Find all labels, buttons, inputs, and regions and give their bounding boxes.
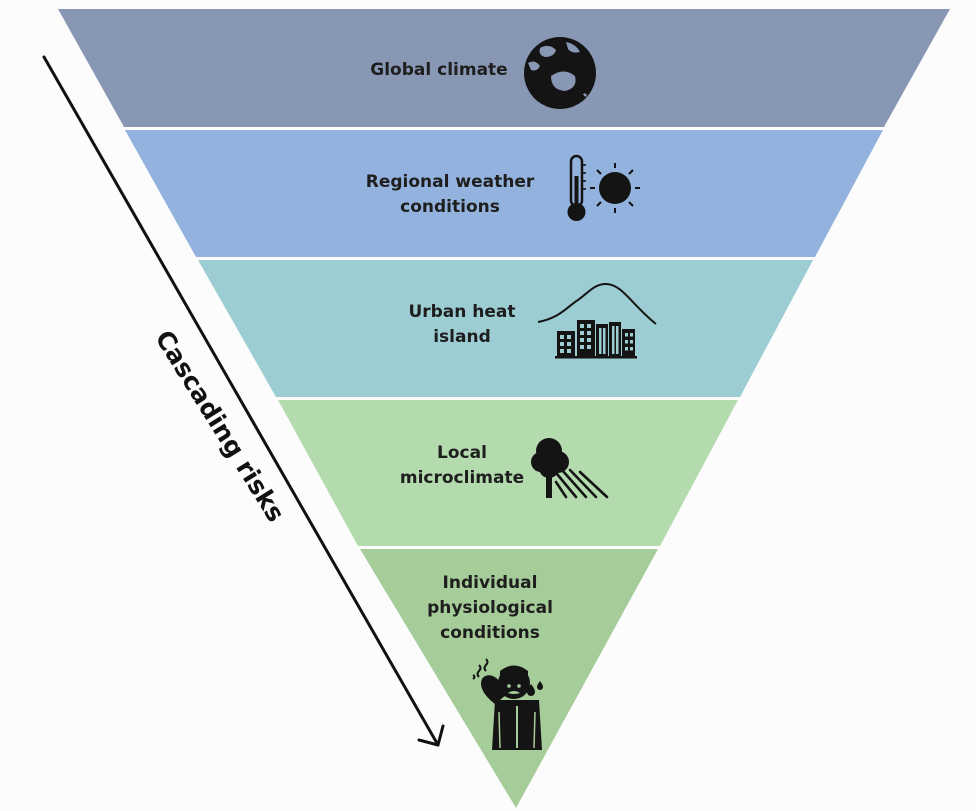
heat-curve xyxy=(537,282,657,325)
tier-band-regional-weather xyxy=(125,130,883,257)
city-heat-curve-icon xyxy=(537,282,657,359)
tier-label-local-microclimate: Local microclimate xyxy=(399,443,525,488)
shade-rays xyxy=(554,468,609,499)
sun-icon xyxy=(590,163,640,213)
tier-label-regional-weather: Regional weather conditions xyxy=(365,172,535,217)
tree-icon xyxy=(531,438,569,498)
tier-label-individual-conditions: Individual physiological conditions xyxy=(427,573,553,643)
thermometer-icon xyxy=(567,154,586,221)
tier-band-local-microclimate xyxy=(278,400,738,546)
city-buildings xyxy=(555,320,637,359)
globe-icon xyxy=(524,37,596,109)
tier-label-urban-heat-island: Urban heat island xyxy=(408,302,516,347)
cascading-arrow xyxy=(42,55,445,747)
tree-shade-icon xyxy=(531,438,609,499)
thermometer-sun-icon xyxy=(567,154,640,221)
tier-band-urban-heat-island xyxy=(198,260,813,397)
tier-label-global-climate: Global climate xyxy=(370,60,508,80)
tier-band-global-climate xyxy=(58,9,950,127)
heat-stressed-person-icon xyxy=(472,658,543,750)
